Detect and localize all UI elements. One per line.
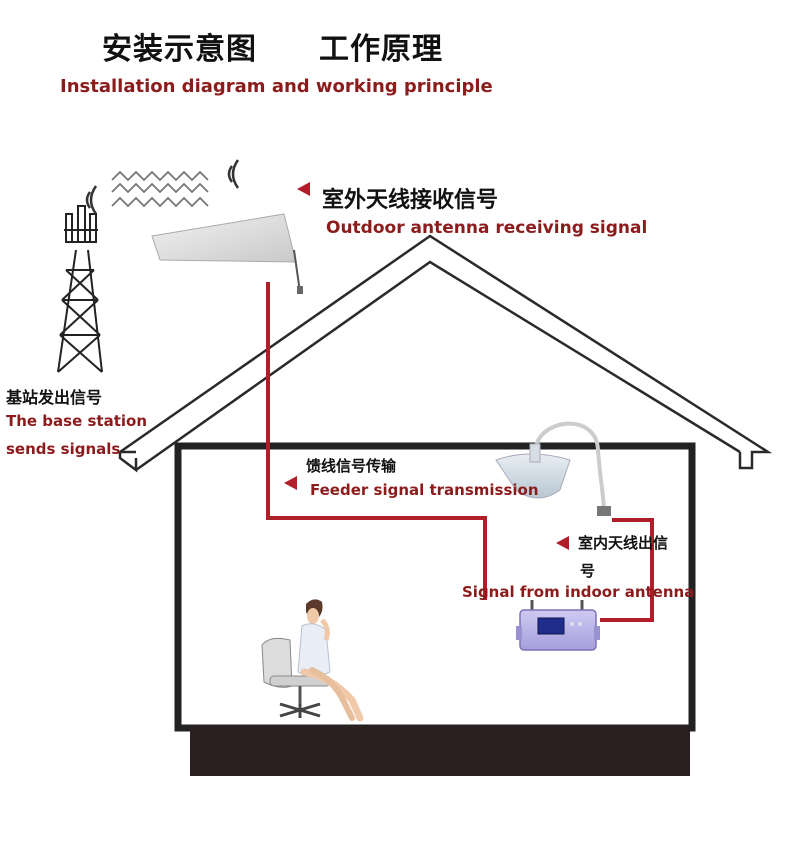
feeder-label-en: Feeder signal transmission	[310, 481, 539, 499]
base-station-label-en-line2: sends signals	[6, 440, 121, 458]
panel-antenna-icon	[151, 213, 303, 294]
title-en: Installation diagram and working princip…	[60, 76, 493, 97]
tower-icon	[57, 205, 103, 373]
house-floor	[190, 726, 690, 776]
outdoor-antenna-arrow-marker-icon	[297, 182, 310, 196]
tower-wave-icon	[85, 185, 98, 215]
indoor-antenna-arrow-marker-icon	[556, 536, 569, 550]
wave-icon	[111, 170, 209, 208]
person-icon	[297, 599, 364, 722]
feeder-cable	[266, 282, 487, 600]
indoor-cable	[600, 518, 654, 622]
outdoor-antenna-label-zh: 室外天线接收信号	[322, 188, 499, 213]
amplifier-icon	[516, 600, 600, 651]
base-station-label-en-line1: The base station	[6, 412, 148, 430]
feeder-label-zh: 馈线信号传输	[306, 457, 397, 475]
indoor-antenna-label-en: Signal from indoor antenna	[462, 583, 695, 601]
indoor-antenna-label-zh-line1: 室内天线出信	[578, 534, 669, 552]
antenna-wave-icon	[227, 159, 240, 189]
indoor-antenna-label-zh-line2: 号	[580, 562, 596, 580]
title-zh: 安装示意图 工作原理	[102, 32, 443, 67]
outdoor-antenna-label-en: Outdoor antenna receiving signal	[326, 218, 648, 238]
house-roof	[118, 234, 773, 473]
ceiling-antenna-icon	[495, 421, 611, 516]
feeder-arrow-marker-icon	[284, 476, 297, 490]
base-station-label-zh: 基站发出信号	[6, 388, 103, 407]
